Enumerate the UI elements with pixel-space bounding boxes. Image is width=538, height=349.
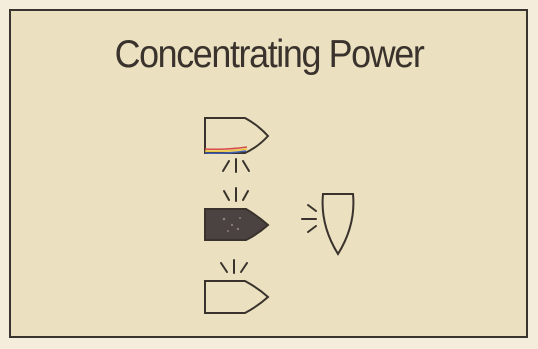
top-bullet-icon xyxy=(205,118,268,153)
bottom-rays-icon xyxy=(221,260,247,273)
bottom-bullet-icon xyxy=(205,281,268,313)
middle-rays-icon xyxy=(224,188,248,201)
middle-bullet-filled-icon xyxy=(205,209,268,240)
top-rays-icon xyxy=(223,159,249,172)
right-shield-icon xyxy=(323,194,354,254)
right-rays-icon xyxy=(302,205,316,232)
